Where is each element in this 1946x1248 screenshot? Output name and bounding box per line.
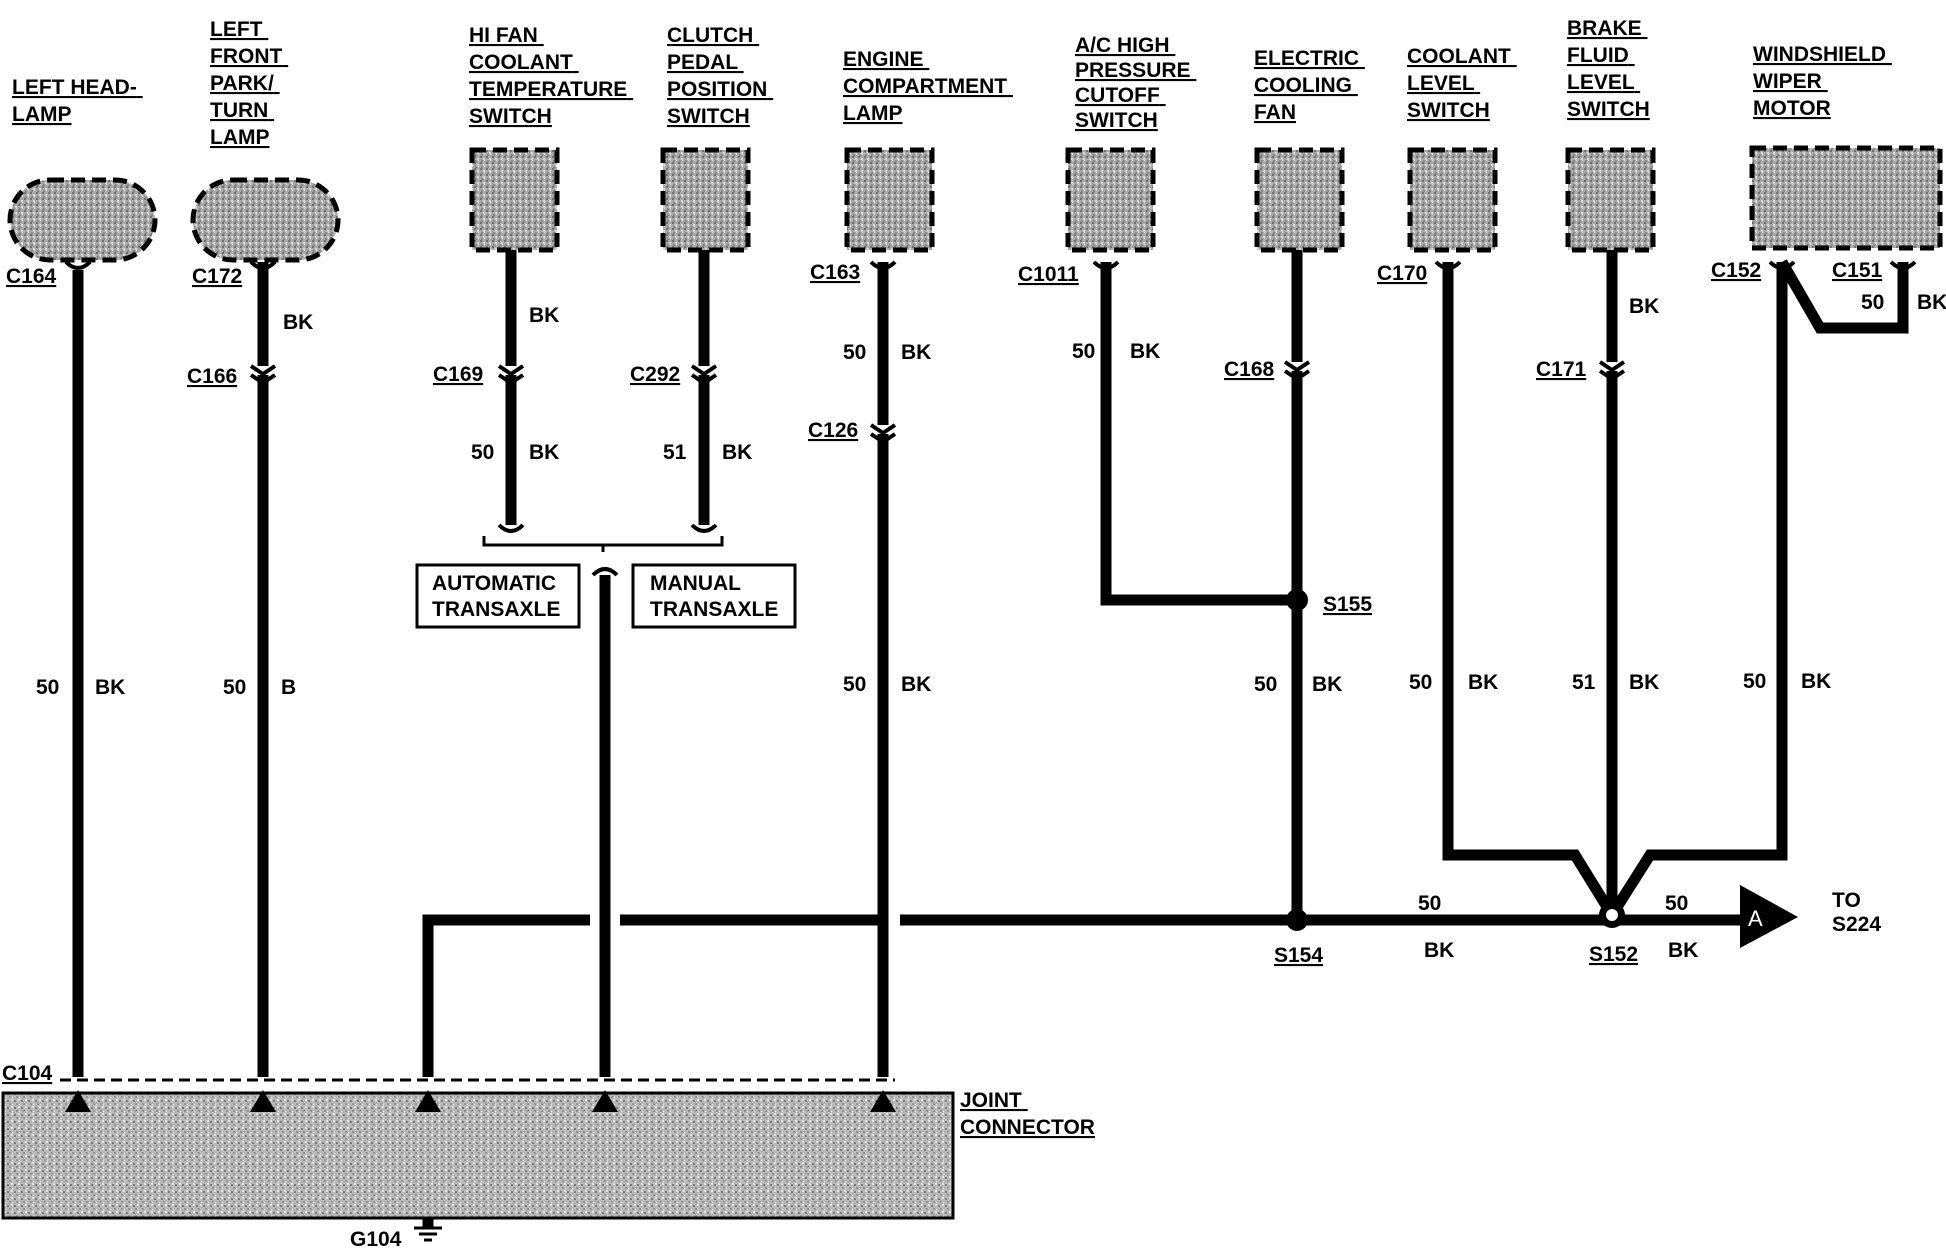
wire-s152-gauge: 50 bbox=[1665, 892, 1688, 915]
wire-c166-gauge: 50 bbox=[223, 676, 246, 699]
ac-high-pressure-cutoff-switch-body bbox=[1065, 147, 1156, 253]
splice-s152: S152 bbox=[1589, 943, 1638, 966]
wire-c126-gauge: 50 bbox=[843, 673, 866, 696]
splice-s155: S155 bbox=[1323, 593, 1372, 616]
wire-c152-gauge: 50 bbox=[1743, 670, 1766, 693]
wire-c151-gauge: 50 bbox=[1861, 291, 1884, 314]
splice-s154-dot bbox=[1286, 909, 1308, 931]
joint-connector-title: JOINT CONNECTOR bbox=[960, 1089, 1095, 1139]
wire-c170-color: BK bbox=[1468, 671, 1498, 694]
wire-c163-color: BK bbox=[901, 341, 931, 364]
windshield-wiper-motor-body bbox=[1749, 145, 1943, 251]
brake-fluid-level-switch-body bbox=[1565, 147, 1656, 253]
wire-s155-gauge: 50 bbox=[1254, 673, 1277, 696]
wire-c292-gauge: 51 bbox=[663, 441, 687, 464]
coolant-level-switch-title: COOLANT LEVEL SWITCH bbox=[1407, 45, 1517, 122]
connector-c292: C292 bbox=[630, 363, 680, 386]
wire-c169-color: BK bbox=[529, 304, 559, 327]
connector-c168: C168 bbox=[1224, 358, 1275, 381]
wire-c171-lower-color: BK bbox=[1629, 671, 1659, 694]
inline-connector-symbols bbox=[249, 360, 1626, 445]
automatic-transaxle-box bbox=[415, 563, 581, 629]
wire-c169-gauge: 50 bbox=[471, 441, 494, 464]
joint-connector-body bbox=[1, 1091, 955, 1220]
wire-c152-color: BK bbox=[1801, 670, 1831, 693]
left-headlamp-title: LEFT HEAD- LAMP bbox=[12, 76, 143, 126]
wire-c164-color: BK bbox=[95, 676, 125, 699]
wire-c166-color: B bbox=[281, 676, 296, 699]
splice-s154: S154 bbox=[1274, 944, 1323, 967]
left-front-park-turn-lamp-title: LEFT FRONT PARK/ TURN LAMP bbox=[210, 18, 288, 149]
wire-c1011-color: BK bbox=[1130, 340, 1160, 363]
electric-cooling-fan-body bbox=[1254, 147, 1345, 253]
offpage-letter: A bbox=[1748, 906, 1763, 931]
brake-fluid-level-switch-title: BRAKE FLUID LEVEL SWITCH bbox=[1567, 17, 1650, 121]
clutch-pedal-position-switch-body bbox=[660, 147, 751, 253]
connector-c166: C166 bbox=[187, 365, 237, 388]
wire-c170-gauge: 50 bbox=[1409, 671, 1432, 694]
wire-s155-color: BK bbox=[1312, 673, 1342, 696]
clutch-pedal-position-switch-title: CLUTCH PEDAL POSITION SWITCH bbox=[667, 24, 773, 128]
joint-connector-terminals bbox=[65, 1090, 896, 1112]
connector-c104: C104 bbox=[2, 1062, 53, 1085]
engine-compartment-lamp-title: ENGINE COMPARTMENT LAMP bbox=[843, 48, 1013, 125]
engine-compartment-lamp-body bbox=[844, 147, 935, 253]
offpage-arrow bbox=[1740, 885, 1798, 948]
connector-c170: C170 bbox=[1377, 262, 1427, 285]
left-headlamp-body bbox=[7, 177, 158, 263]
wire-c171-gauge: 51 bbox=[1572, 671, 1596, 694]
coolant-level-switch-body bbox=[1407, 147, 1498, 253]
hi-fan-coolant-temperature-switch-title: HI FAN COOLANT TEMPERATURE SWITCH bbox=[469, 24, 633, 128]
offpage-destination: TO S224 bbox=[1832, 889, 1881, 936]
hi-fan-coolant-temperature-switch-body bbox=[469, 147, 560, 253]
ground-symbol bbox=[414, 1226, 442, 1242]
connector-c152: C152 bbox=[1711, 259, 1761, 282]
connector-c151: C151 bbox=[1832, 259, 1883, 282]
wire-s154-gauge: 50 bbox=[1418, 892, 1441, 915]
connector-c126: C126 bbox=[808, 419, 858, 442]
wire-c151-color: BK bbox=[1917, 291, 1946, 314]
connector-c163: C163 bbox=[810, 261, 860, 284]
splice-s155-dot bbox=[1286, 589, 1308, 611]
manual-transaxle-box bbox=[631, 563, 797, 629]
component-terminal-hooks bbox=[64, 260, 1917, 577]
connector-c169: C169 bbox=[433, 363, 483, 386]
wire-s154-color: BK bbox=[1424, 939, 1454, 962]
ac-high-pressure-cutoff-switch-title: A/C HIGH PRESSURE CUTOFF SWITCH bbox=[1075, 34, 1196, 132]
connector-c171: C171 bbox=[1536, 358, 1587, 381]
manual-transaxle-label: MANUAL TRANSAXLE bbox=[650, 572, 778, 621]
wire-c164-gauge: 50 bbox=[36, 676, 59, 699]
wire-c1011-gauge: 50 bbox=[1072, 340, 1095, 363]
ground-g104: G104 bbox=[350, 1228, 402, 1248]
electric-cooling-fan-title: ELECTRIC COOLING FAN bbox=[1254, 47, 1365, 124]
wire-c169-lower-color: BK bbox=[529, 441, 559, 464]
variant-bracket bbox=[482, 536, 724, 552]
wires bbox=[72, 250, 1909, 1228]
wire-c171-color: BK bbox=[1629, 295, 1659, 318]
splice-s152-center bbox=[1606, 909, 1618, 921]
wire-c126-color: BK bbox=[901, 673, 931, 696]
wire-c163-gauge: 50 bbox=[843, 341, 866, 364]
windshield-wiper-motor-title: WINDSHIELD WIPER MOTOR bbox=[1753, 43, 1892, 120]
wire-c292-color: BK bbox=[722, 441, 752, 464]
connector-c172: C172 bbox=[192, 265, 242, 288]
left-front-park-turn-lamp-body bbox=[190, 177, 341, 263]
connector-c1011: C1011 bbox=[1018, 263, 1079, 286]
wire-c172-color: BK bbox=[283, 311, 313, 334]
automatic-transaxle-label: AUTOMATIC TRANSAXLE bbox=[432, 572, 562, 621]
connector-c164: C164 bbox=[6, 265, 57, 288]
wire-s152-color: BK bbox=[1668, 939, 1698, 962]
